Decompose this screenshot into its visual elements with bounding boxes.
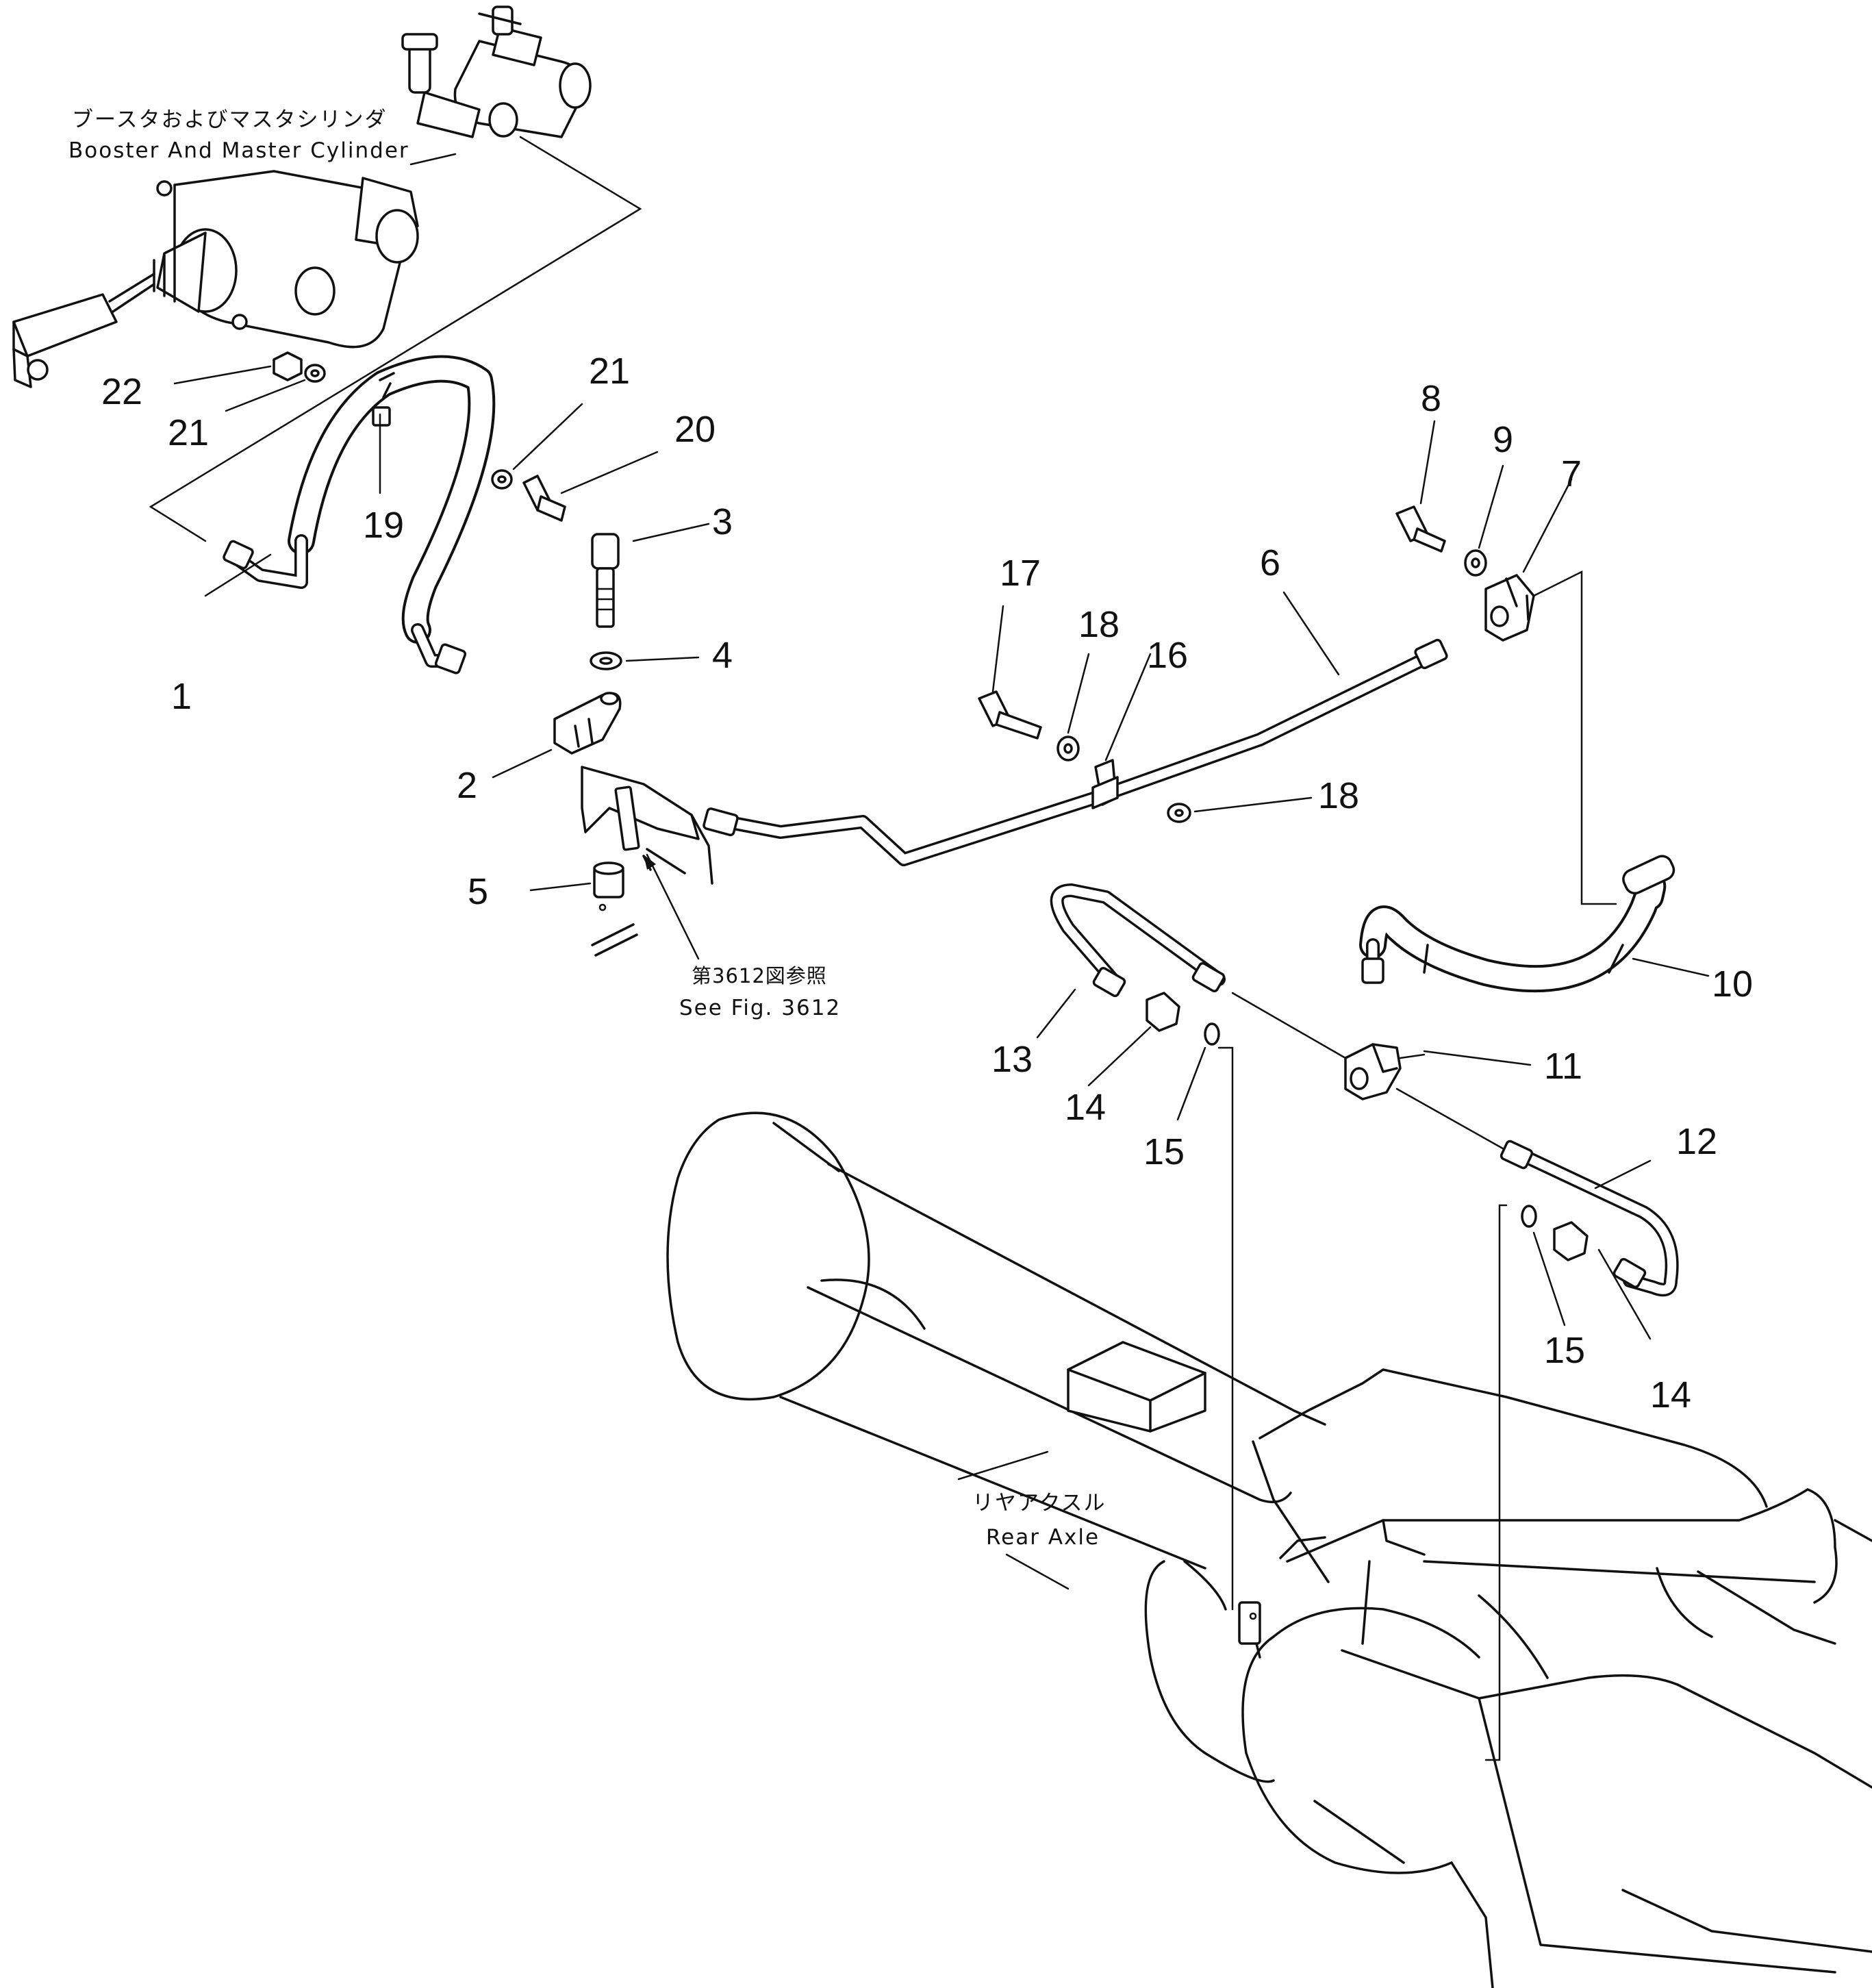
nut-22 <box>273 351 303 381</box>
booster-label-en: Booster And Master Cylinder <box>68 138 409 163</box>
callout-4: 4 <box>712 635 733 676</box>
callout-3: 3 <box>712 501 733 542</box>
callout-9: 9 <box>1493 419 1513 460</box>
o-ring-15-left <box>1204 1022 1220 1046</box>
callout-15-right: 15 <box>1544 1330 1585 1371</box>
callout-17: 17 <box>1000 553 1041 594</box>
brake-tube-13 <box>1050 883 1226 998</box>
rear-axle-label-jp: リヤアクスル <box>972 1491 1106 1515</box>
washer-18-upper <box>1057 735 1080 762</box>
bracket-2 <box>553 692 622 755</box>
callout-5: 5 <box>468 871 488 912</box>
callout-13: 13 <box>991 1039 1033 1080</box>
callout-18-upper: 18 <box>1078 604 1120 645</box>
washer-4 <box>590 651 622 670</box>
callout-21-upper: 21 <box>589 351 630 392</box>
brake-hose-1 <box>223 355 496 675</box>
see-fig-label-en: See Fig. 3612 <box>679 996 841 1020</box>
booster-label-jp: ブースタおよびマスタシリンダ <box>72 108 387 132</box>
leader-lines <box>173 365 1710 1340</box>
bolt-20 <box>522 475 566 522</box>
adapter-14-left <box>1146 992 1180 1032</box>
callout-10: 10 <box>1712 964 1753 1005</box>
tee-joint-11 <box>1344 1043 1402 1100</box>
callout-19: 19 <box>363 505 404 546</box>
washer-21-upper <box>491 469 513 490</box>
callout-22: 22 <box>101 371 142 412</box>
callout-20: 20 <box>674 409 716 450</box>
bolt-3 <box>591 533 620 628</box>
bolt-8 <box>1395 505 1446 553</box>
joint-7 <box>1484 574 1535 642</box>
callout-11: 11 <box>1544 1046 1582 1087</box>
callout-15-left: 15 <box>1143 1131 1185 1172</box>
callout-2: 2 <box>457 765 477 806</box>
brake-tube-12 <box>1500 1140 1679 1297</box>
callout-14-left: 14 <box>1065 1087 1106 1128</box>
rear-axle-label-en: Rear Axle <box>986 1525 1100 1550</box>
washer-21-lower <box>304 364 326 383</box>
rear-axle <box>666 1111 1872 1988</box>
callout-14-right: 14 <box>1650 1374 1691 1415</box>
callout-1: 1 <box>171 676 192 717</box>
bolt-17 <box>978 690 1042 740</box>
brake-tube-6 <box>703 638 1448 866</box>
spacer-5 <box>593 861 624 898</box>
callout-8: 8 <box>1421 378 1441 419</box>
callout-21-lower: 21 <box>168 412 209 453</box>
callout-6: 6 <box>1260 542 1280 583</box>
callout-16: 16 <box>1147 635 1188 676</box>
adapter-14-right <box>1553 1221 1589 1261</box>
clamp-16 <box>1091 759 1119 809</box>
see-fig-label-jp: 第3612図参照 <box>692 964 827 987</box>
callout-7: 7 <box>1561 453 1582 494</box>
washer-9 <box>1464 549 1487 577</box>
o-ring-15-right <box>1521 1205 1537 1228</box>
booster-master-cylinder <box>12 5 592 388</box>
callout-12: 12 <box>1676 1121 1717 1162</box>
washer-18-lower <box>1167 803 1191 823</box>
see-fig-arrow <box>644 855 656 870</box>
brake-hose-10 <box>1359 855 1675 993</box>
callout-18-lower: 18 <box>1318 775 1359 816</box>
